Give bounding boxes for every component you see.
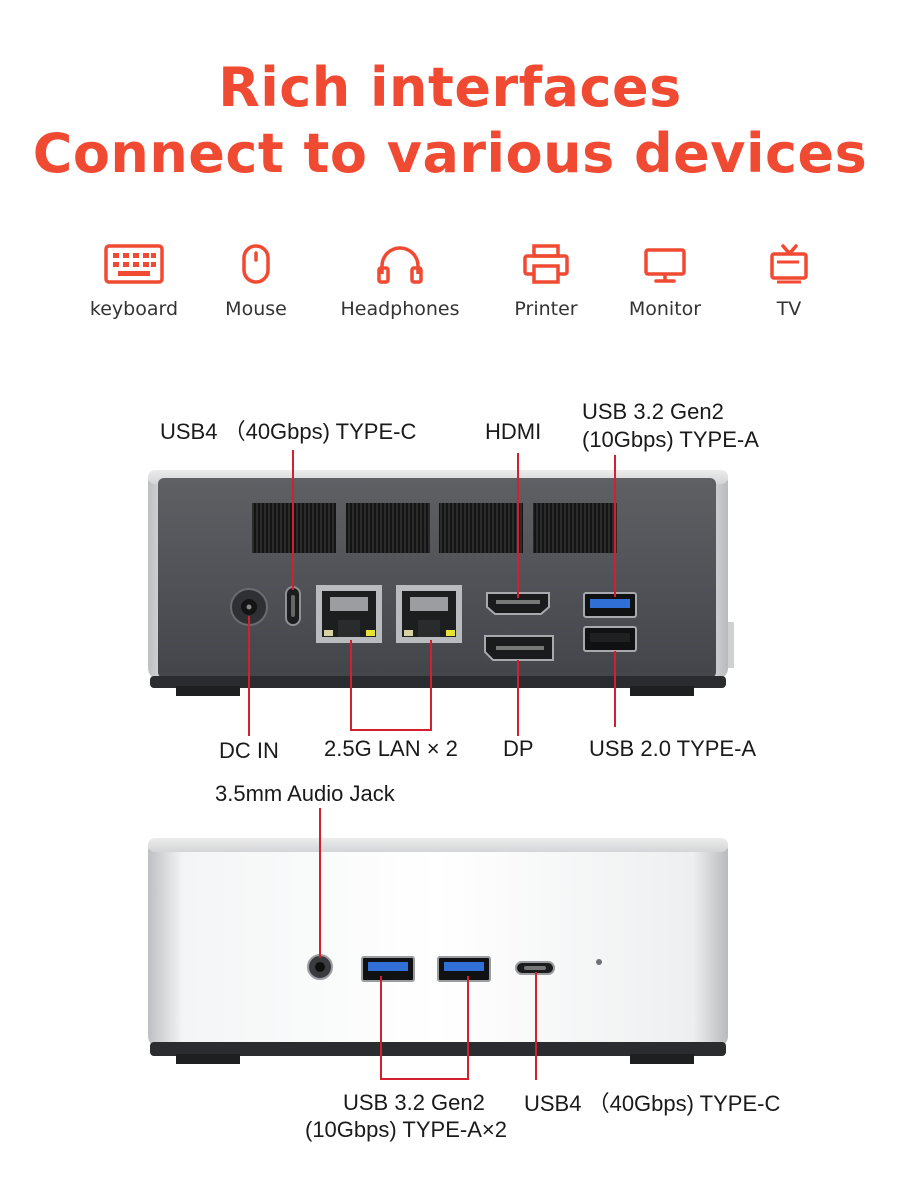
headphones-icon: [377, 246, 423, 284]
usb32-port-front: [437, 956, 491, 982]
label-hdmi: HDMI: [485, 419, 542, 444]
device-label: Mouse: [225, 298, 287, 320]
label-dp: DP: [503, 736, 534, 761]
device-printer: Printer: [476, 244, 616, 320]
usb4-port-front: [515, 961, 555, 975]
device-label: Headphones: [340, 298, 460, 320]
dp-port: [484, 635, 554, 661]
callout-line-audio: [319, 808, 321, 958]
device-label: TV: [776, 298, 802, 320]
label-usb32-front-line2: (10Gbps) TYPE-A×2: [305, 1117, 507, 1142]
device-tv: TV: [719, 244, 859, 320]
label-usb32-front-line1: USB 3.2 Gen2: [343, 1090, 485, 1115]
usb4-port-rear: [285, 586, 301, 626]
callout-line-usb32-front-join: [380, 1078, 469, 1080]
mouse-icon: [242, 244, 270, 284]
callout-line-usb4-rear: [292, 450, 294, 590]
label-usb32-rear-line1: USB 3.2 Gen2: [582, 399, 724, 424]
label-usb4-rear: USB4 （40Gbps) TYPE-C: [160, 419, 417, 444]
label-usb20: USB 2.0 TYPE-A: [589, 736, 757, 761]
lan-port: [316, 585, 382, 643]
device-label: Printer: [514, 298, 578, 320]
callout-line-usb20: [614, 651, 616, 727]
callout-line-dc-in: [248, 616, 250, 736]
callout-line-hdmi: [517, 453, 519, 598]
usb32-port-rear: [583, 592, 637, 618]
device-keyboard: keyboard: [64, 244, 204, 320]
vent-grille: [439, 503, 523, 553]
audio-jack: [307, 954, 333, 980]
label-usb32-rear-line2: (10Gbps) TYPE-A: [582, 427, 759, 452]
vent-grille: [346, 503, 430, 553]
callout-line-dp: [517, 660, 519, 736]
label-dc-in: DC IN: [219, 738, 279, 763]
callout-line-lan-1: [350, 640, 352, 730]
tv-icon: [770, 244, 808, 284]
lan-port: [396, 585, 462, 643]
headline-line-1: Rich interfaces: [218, 56, 682, 119]
usb20-port: [583, 626, 637, 652]
callout-line-usb4-front: [535, 972, 537, 1080]
rear-view-device: [148, 470, 734, 696]
power-led: [596, 959, 602, 965]
callout-line-usb32-front-2: [467, 976, 469, 1080]
device-label: keyboard: [89, 298, 179, 320]
label-usb4-front: USB4 （40Gbps) TYPE-C: [524, 1091, 781, 1116]
keyboard-icon: [104, 244, 164, 284]
hdmi-port: [486, 592, 550, 615]
callout-line-lan-2: [430, 640, 432, 730]
front-view-device: [148, 838, 728, 1064]
device-label: Monitor: [628, 298, 702, 320]
printer-icon: [523, 244, 569, 284]
vent-grille: [533, 503, 617, 553]
device-mouse: Mouse: [186, 244, 326, 320]
headline-line-2: Connect to various devices: [32, 122, 868, 185]
label-lan: 2.5G LAN × 2: [324, 736, 458, 761]
device-monitor: Monitor: [595, 244, 735, 320]
callout-line-lan-join: [350, 729, 432, 731]
monitor-icon: [644, 248, 686, 283]
usb32-port-front: [361, 956, 415, 982]
callout-line-usb32-front-1: [380, 976, 382, 1080]
label-audio-jack: 3.5mm Audio Jack: [215, 781, 395, 806]
callout-line-usb32-rear: [614, 455, 616, 597]
device-headphones: Headphones: [330, 244, 470, 320]
vent-grille: [252, 503, 336, 553]
